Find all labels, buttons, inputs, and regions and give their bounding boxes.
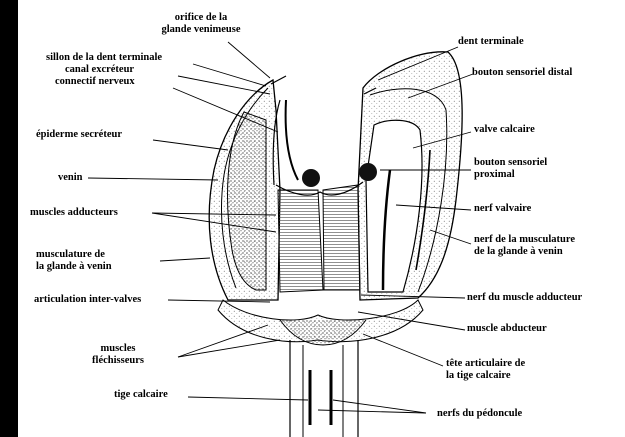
- label-bouton-distal: bouton sensoriel distal: [472, 67, 572, 79]
- label-muscle-abducteur: muscle abducteur: [467, 323, 547, 335]
- label-canal: canal excréteur: [65, 64, 134, 76]
- diagram-panel: orifice de la glande venimeuse sillon de…: [18, 0, 625, 437]
- label-orifice-text: orifice de la glande venimeuse: [161, 12, 240, 35]
- label-muscles-adducteurs: muscles adducteurs: [30, 207, 118, 219]
- label-tige: tige calcaire: [114, 389, 168, 401]
- label-musculature: musculature de la glande à venin: [36, 249, 112, 273]
- label-bouton-proximal: bouton sensoriel proximal: [474, 157, 547, 181]
- label-orifice: orifice de la glande venimeuse: [136, 12, 266, 36]
- stalk: [218, 300, 423, 437]
- label-nerfs-pedoncule: nerfs du pédoncule: [437, 408, 522, 420]
- label-tete: tête articulaire de la tige calcaire: [446, 358, 525, 382]
- proximal-sensory-button-left: [302, 169, 320, 187]
- proximal-sensory-button-right: [359, 163, 377, 181]
- label-sillon: sillon de la dent terminale: [46, 52, 162, 64]
- label-nerf-muscle: nerf du muscle adducteur: [467, 292, 582, 304]
- label-connectif: connectif nerveux: [55, 76, 135, 88]
- label-nerf-valvaire: nerf valvaire: [474, 203, 531, 215]
- label-nerf-musculature: nerf de la musculature de la glande à ve…: [474, 234, 575, 258]
- label-articulation: articulation inter-valves: [34, 294, 141, 306]
- label-dent: dent terminale: [458, 36, 524, 48]
- label-muscles-flechisseurs: muscles fléchisseurs: [68, 343, 168, 367]
- label-epiderme: épiderme secréteur: [36, 129, 122, 141]
- label-venin: venin: [58, 172, 83, 184]
- label-valve: valve calcaire: [474, 124, 535, 136]
